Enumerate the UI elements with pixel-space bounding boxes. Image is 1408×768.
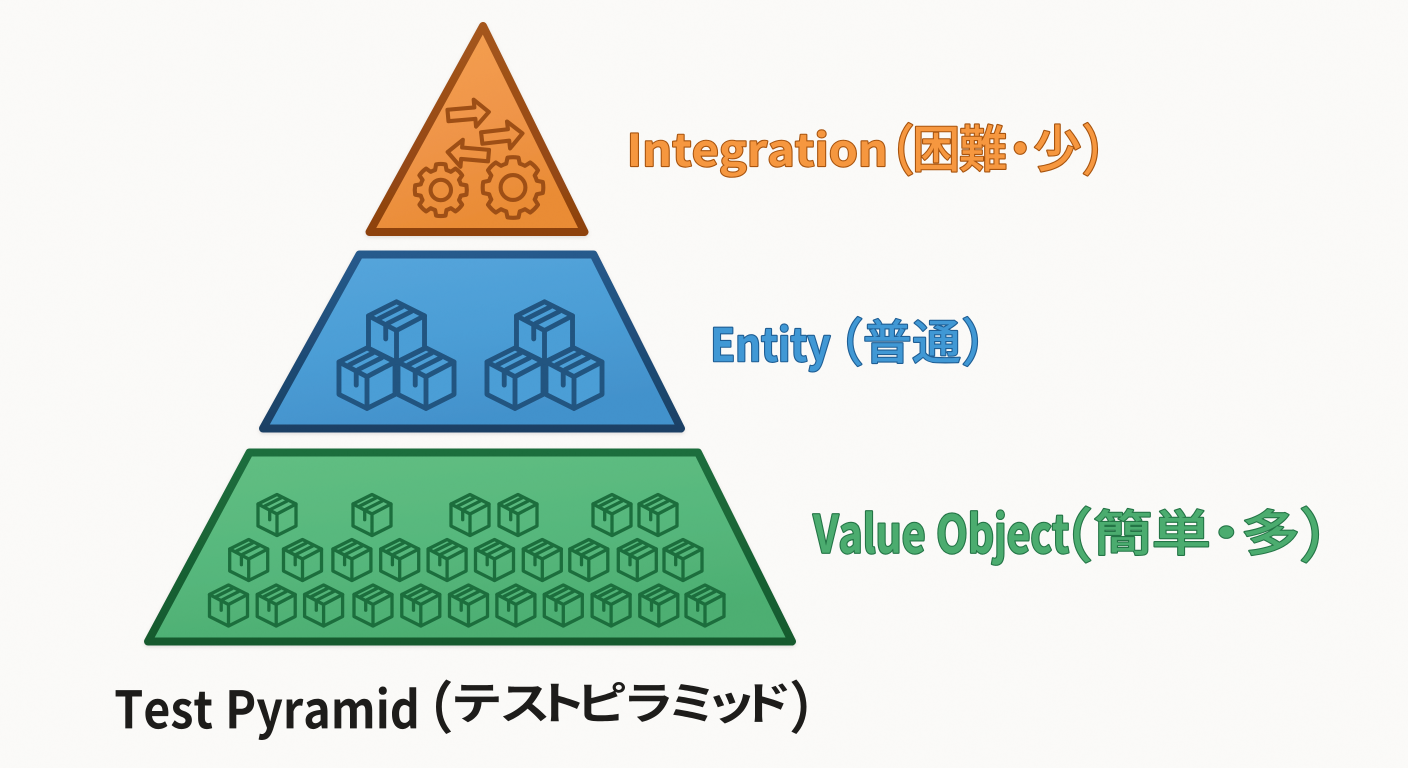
gear-icon [480,155,546,220]
arrow-right-icon [479,119,525,151]
layer-entity [259,250,685,433]
arrow-right-icon [445,97,491,129]
gear-hole [498,173,528,202]
caption-text [115,679,807,740]
arrow-left-icon [445,137,492,169]
layer-value-object [144,448,796,646]
label-integration-text [629,121,1099,178]
label-value-object-text [811,505,1320,566]
layer-integration [365,22,589,236]
gear-hole [428,177,454,203]
label-entity-text [712,315,979,373]
labels [115,121,1320,740]
gear-icon [412,161,469,219]
pyramid [144,22,796,646]
